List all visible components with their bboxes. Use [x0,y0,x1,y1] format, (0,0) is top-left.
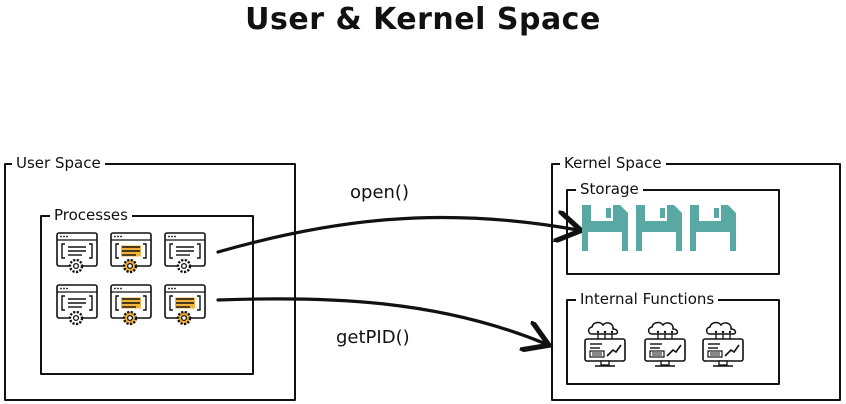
process-window-gear-icon [56,284,98,326]
open-arrow [216,217,578,254]
diagram-title: User & Kernel Space [245,2,601,37]
getpid-arrow [216,297,546,344]
process-window-gear-icon [164,284,206,326]
monitor-cloud-chart-icon [584,321,626,367]
internal-functions-label: Internal Functions [576,290,719,308]
process-window-gear-icon [164,232,206,274]
processes-box [40,215,254,375]
processes-label: Processes [50,206,132,224]
user-space-box [4,163,296,401]
floppy-disk-icon [582,205,628,251]
storage-label: Storage [576,180,643,198]
kernel-space-label: Kernel Space [560,154,666,172]
process-window-gear-icon [56,232,98,274]
process-window-gear-icon [110,232,152,274]
user-space-label: User Space [12,154,105,172]
kernel-space-box [551,163,841,401]
monitor-cloud-chart-icon [702,321,744,367]
getpid-call-label: getPID() [336,327,410,348]
floppy-disk-icon [690,205,736,251]
process-window-gear-icon [110,284,152,326]
floppy-disk-icon [636,205,682,251]
open-call-label: open() [350,182,409,203]
monitor-cloud-chart-icon [644,321,686,367]
